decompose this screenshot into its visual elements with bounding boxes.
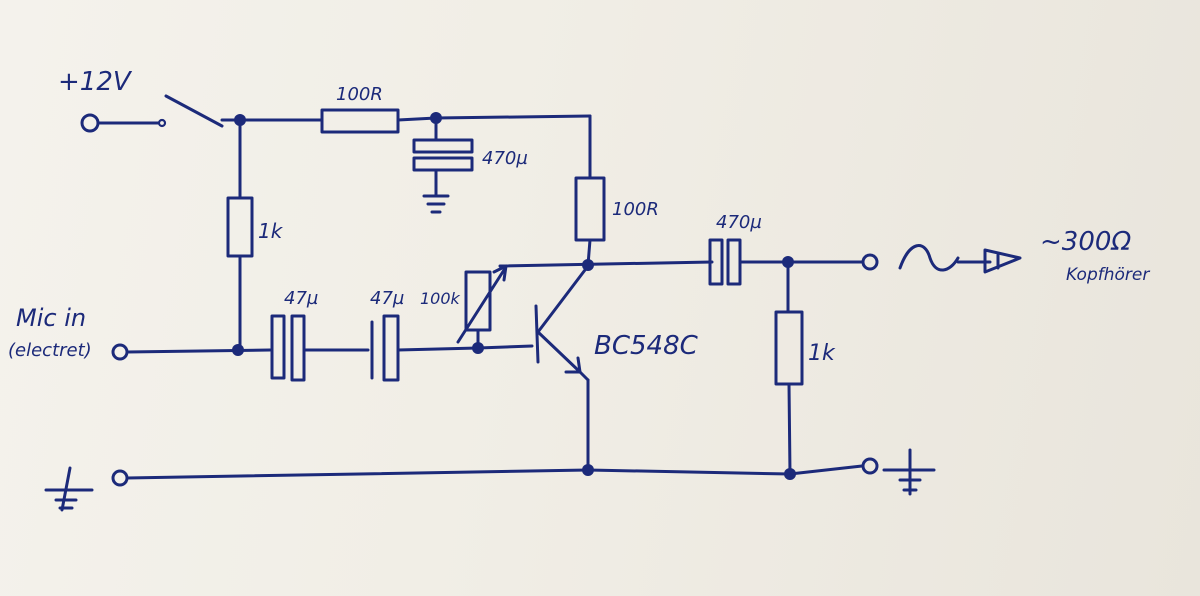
resistor-r-collector: [574, 114, 606, 267]
collector-node-wire: [498, 260, 714, 268]
capacitor-c-in2: [370, 314, 480, 382]
c-in1-label: 47µ: [284, 288, 318, 309]
base-wire: [476, 344, 534, 350]
r-collector-label: 100R: [612, 199, 659, 220]
headphone-arrow: [956, 248, 1022, 274]
c-out-label: 470µ: [716, 212, 762, 233]
junction-dot: [234, 114, 246, 126]
ground-symbol-left: [44, 466, 94, 512]
capacitor-c-in1: [270, 314, 370, 382]
ground-rail-wire: [586, 468, 792, 476]
resistor-r-load: [774, 260, 804, 476]
ground-rail-wire: [125, 468, 590, 480]
headphones-label: Kopfhörer: [1066, 265, 1150, 285]
transistor-label: BC548C: [594, 331, 699, 361]
ground-symbol-right: [882, 448, 936, 496]
output-terminal: [861, 253, 879, 271]
junction-dot: [582, 464, 594, 476]
transistor-npn: [534, 264, 590, 472]
r-bias-label: 1k: [258, 219, 284, 243]
resistor-r-bias: [226, 118, 254, 352]
impedance-label: ~300Ω: [1040, 227, 1131, 257]
top-rail-wire-right: [434, 114, 592, 120]
ground-symbol-filter: [422, 194, 450, 214]
potentiometer: [456, 264, 508, 350]
mic-input-terminal: [111, 343, 272, 361]
resistor-r-supply: [320, 108, 438, 134]
supply-label: +12V: [58, 67, 133, 97]
junction-dot: [784, 468, 796, 480]
ground-rail-wire: [788, 464, 864, 476]
junction-dot: [232, 344, 244, 356]
power-switch: [164, 94, 242, 128]
r-supply-label: 100R: [336, 84, 383, 105]
capacitor-c-filter: [412, 116, 474, 198]
r-load-label: 1k: [808, 341, 836, 366]
supply-terminal: [80, 113, 167, 133]
ground-terminal-right: [861, 457, 879, 475]
pot-label: 100k: [420, 289, 461, 308]
c-filter-label: 470µ: [482, 148, 528, 169]
c-in2-label: 47µ: [370, 288, 404, 309]
mic-in-label: Mic in: [16, 304, 86, 332]
ground-terminal-left: [111, 469, 129, 487]
mic-type-label: (electret): [8, 340, 92, 361]
junction-dot: [430, 112, 442, 124]
ac-signal-symbol: [898, 244, 960, 272]
capacitor-c-out: [708, 238, 864, 286]
